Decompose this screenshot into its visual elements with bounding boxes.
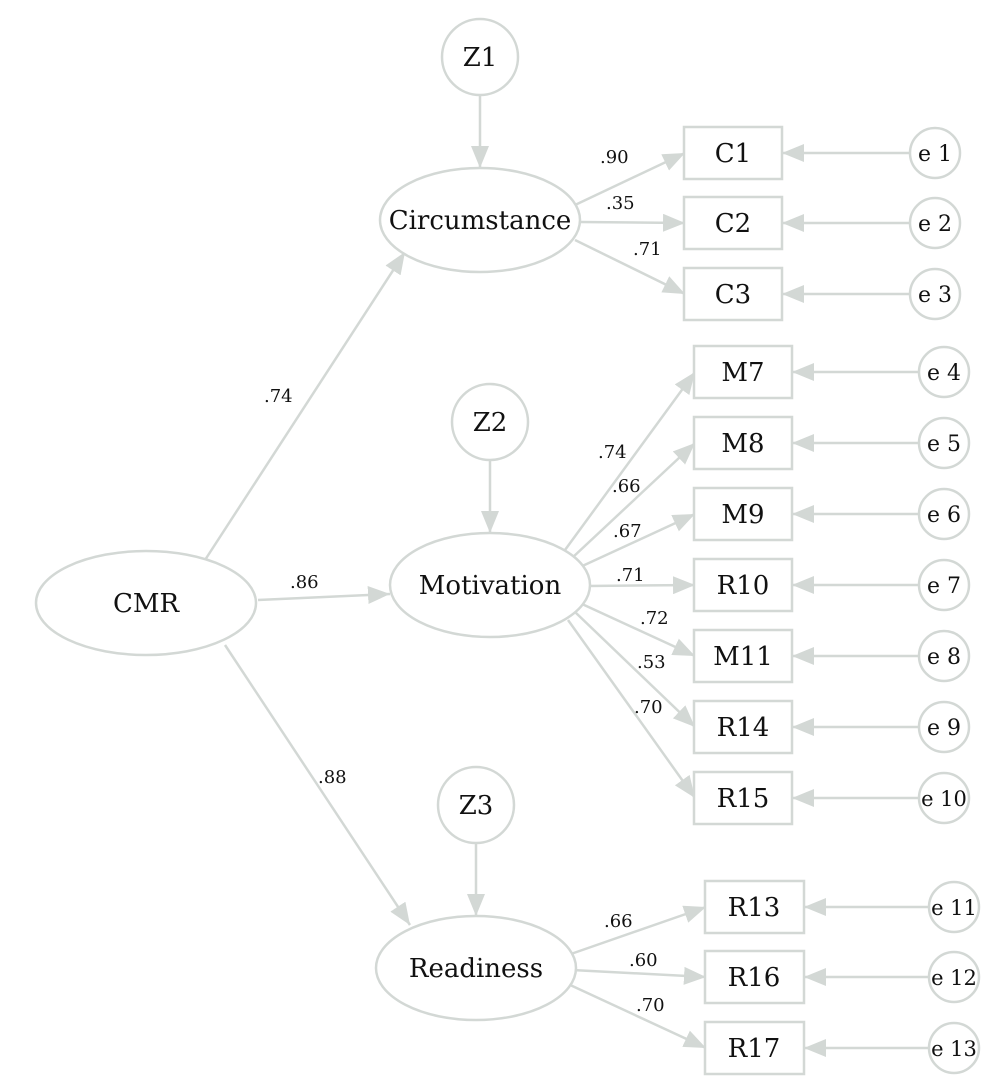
- error-e4-label: e 4: [927, 361, 961, 386]
- latent-cmr: [34, 549, 258, 657]
- error-e6-label: e 6: [927, 503, 961, 528]
- indicator-c2: [682, 195, 784, 251]
- indicator-m7: [692, 344, 794, 400]
- indicator-r17-label: R17: [728, 1034, 781, 1064]
- indicator-r14-label: R14: [717, 713, 770, 743]
- coef-c2: .35: [606, 193, 635, 214]
- error-e9-label: e 9: [927, 716, 961, 741]
- error-e12: [927, 950, 981, 1004]
- coef-r14: .53: [637, 652, 666, 673]
- error-e3-label: e 3: [918, 283, 952, 308]
- coef-c1: .90: [600, 147, 629, 168]
- error-e1: [908, 126, 962, 180]
- path-motivation-r15: [566, 619, 697, 799]
- error-e13-label: e 13: [931, 1037, 977, 1061]
- error-e5: [917, 416, 971, 470]
- coef-m7: .74: [598, 442, 627, 463]
- error-e5-label: e 5: [927, 432, 961, 457]
- indicator-m8-label: M8: [721, 429, 764, 459]
- error-e10: [917, 771, 971, 825]
- disturbance-z1-label: Z1: [463, 43, 498, 73]
- coef-r13: .66: [604, 911, 633, 932]
- indicator-r13-label: R13: [728, 893, 781, 923]
- path-cmr-readiness: [223, 644, 412, 926]
- indicator-r10-label: R10: [717, 571, 770, 601]
- latent-motivation: [388, 531, 592, 639]
- latent-circumstance: [378, 166, 582, 274]
- coef-r15: .70: [634, 697, 663, 718]
- indicator-m9-label: M9: [721, 500, 764, 530]
- disturbance-z3: [436, 765, 516, 845]
- disturbance-z2-label: Z2: [473, 408, 508, 438]
- path-readiness-r16: [571, 966, 707, 985]
- error-e7: [917, 558, 971, 612]
- error-e10-label: e 10: [921, 787, 967, 811]
- path-cmr-motivation: [257, 586, 391, 604]
- indicator-r14: [692, 699, 794, 755]
- indicator-r16: [703, 949, 806, 1005]
- coef-r17: .70: [636, 995, 665, 1016]
- path-motivation-m8: [571, 442, 696, 559]
- indicator-c2-label: C2: [715, 209, 751, 239]
- error-e9: [917, 700, 971, 754]
- path-circumstance-c3: [574, 238, 686, 296]
- path-motivation-r14: [574, 611, 696, 728]
- path-readiness-r13: [567, 905, 707, 957]
- indicator-r13: [703, 879, 806, 935]
- indicator-m7-label: M7: [721, 358, 764, 388]
- latent-cmr-label: CMR: [113, 589, 181, 619]
- error-e11: [927, 880, 981, 934]
- latent-circumstance-label: Circumstance: [389, 206, 572, 236]
- indicator-r17: [703, 1020, 806, 1076]
- disturbance-z2: [450, 382, 530, 462]
- path-motivation-r10: [587, 576, 696, 595]
- path-circumstance-c1: [574, 151, 686, 207]
- indicator-c3: [682, 266, 784, 322]
- indicator-m11: [692, 628, 794, 684]
- indicator-c1: [682, 125, 784, 181]
- coef-c3: .71: [633, 239, 662, 260]
- indicator-r16-label: R16: [728, 963, 781, 993]
- disturbance-z3-label: Z3: [459, 791, 494, 821]
- error-e2: [908, 196, 962, 250]
- latent-readiness-label: Readiness: [409, 954, 543, 984]
- latent-motivation-label: Motivation: [419, 571, 562, 601]
- error-e12-label: e 12: [931, 966, 977, 990]
- path-cmr-circumstance: [203, 251, 407, 561]
- error-e7-label: e 7: [927, 574, 961, 599]
- error-e6: [917, 487, 971, 541]
- coef-cmr-motivation: .86: [290, 572, 319, 593]
- coef-m8: .66: [612, 476, 641, 497]
- indicator-m9: [692, 486, 794, 542]
- indicator-m11-label: M11: [713, 642, 773, 672]
- latent-readiness: [374, 914, 578, 1022]
- error-e1-label: e 1: [918, 142, 952, 167]
- error-e11-label: e 11: [931, 896, 977, 920]
- coef-r16: .60: [629, 950, 658, 971]
- path-readiness-r17: [567, 982, 707, 1050]
- indicator-r15-label: R15: [717, 784, 770, 814]
- coef-cmr-readiness: .88: [318, 767, 347, 788]
- disturbance-z1: [440, 17, 520, 97]
- indicator-r15: [692, 770, 794, 826]
- coef-r10: .71: [616, 565, 645, 586]
- path-motivation-m11: [581, 602, 696, 658]
- error-e8: [917, 629, 971, 683]
- coef-cmr-circumstance: .74: [264, 386, 293, 407]
- indicator-r10: [692, 557, 794, 613]
- error-e4: [917, 345, 971, 399]
- error-e3: [908, 267, 962, 321]
- indicator-c3-label: C3: [715, 280, 751, 310]
- error-e8-label: e 8: [927, 645, 961, 670]
- coef-m11: .72: [640, 608, 669, 629]
- error-e2-label: e 2: [918, 212, 952, 237]
- error-e13: [927, 1021, 981, 1075]
- coef-m9: .67: [613, 521, 642, 542]
- path-motivation-m9: [577, 512, 696, 570]
- indicator-c1-label: C1: [715, 139, 751, 169]
- indicator-m8: [692, 415, 794, 471]
- path-circumstance-c2: [579, 213, 686, 232]
- path-motivation-m7: [563, 371, 697, 551]
